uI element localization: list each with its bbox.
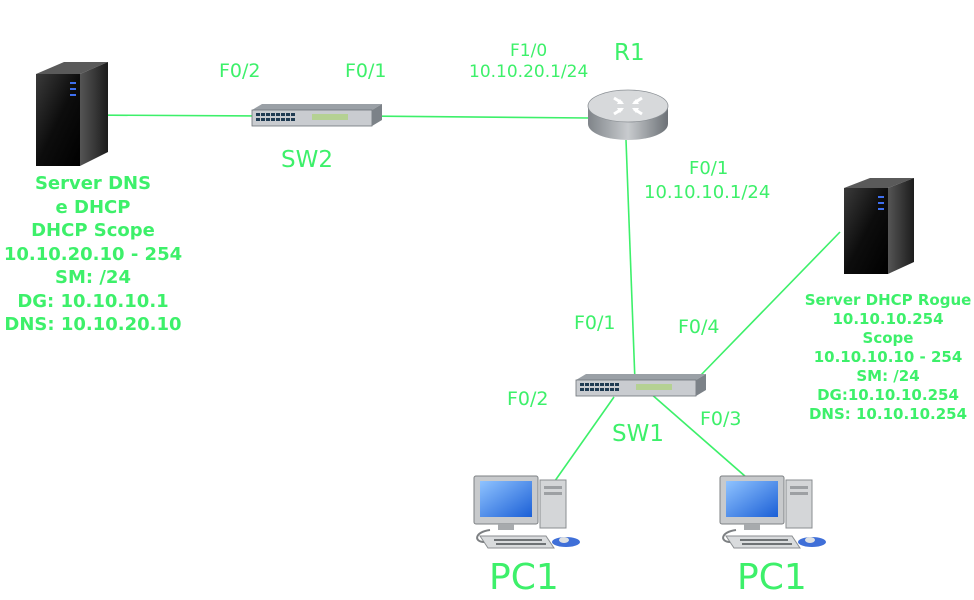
link-r1-sw1 (625, 139, 636, 383)
pc-right-label: PC1 (737, 557, 807, 598)
server-main-info-line: DNS: 10.10.20.10 (4, 314, 182, 335)
server-rogue-info-line: Scope (862, 329, 914, 347)
port-label-r1-f01: F0/1 (689, 158, 729, 179)
port-label-r1-f10: F1/0 (510, 41, 548, 61)
router-r1-label: R1 (614, 40, 645, 66)
port-label-sw2-f01: F0/1 (345, 60, 387, 82)
server-main-info-line: Server DNS (34, 173, 152, 194)
pc-left-icon (473, 475, 580, 549)
link-server-sw2 (79, 114, 263, 117)
link-sw2-r1 (359, 115, 591, 119)
port-ip-r1-f01: 10.10.10.1/24 (644, 182, 771, 203)
switch-sw1-label: SW1 (612, 421, 664, 447)
server-rogue-info-line: SM: /24 (856, 367, 920, 385)
server-rogue-info: Server DHCP Rogue 10.10.10.254 Scope 10.… (798, 291, 974, 424)
switch-sw1-icon (575, 374, 706, 397)
port-label-sw1-f02: F0/2 (507, 388, 549, 410)
link-sw1-rogue-server (699, 231, 841, 377)
port-ip-r1-f10: 10.10.20.1/24 (469, 62, 589, 82)
pc-left-label: PC1 (489, 557, 559, 598)
server-rogue-icon (844, 178, 914, 274)
server-rogue-info-line: 10.10.10.10 - 254 (813, 348, 963, 366)
server-rogue-info-line: DG:10.10.10.254 (817, 386, 959, 404)
server-main-info-line: e DHCP (55, 196, 131, 218)
port-label-sw2-f02: F0/2 (219, 60, 261, 82)
server-main-icon (36, 62, 108, 166)
pc-right-icon (719, 475, 826, 549)
server-rogue-info-line: DNS: 10.10.10.254 (808, 405, 968, 423)
server-rogue-info-line: 10.10.10.254 (832, 310, 944, 328)
switch-sw2-icon (251, 104, 382, 127)
port-label-sw1-f03: F0/3 (700, 408, 742, 430)
server-main-info-line: DHCP Scope (31, 220, 155, 241)
router-r1-icon (587, 89, 669, 140)
link-sw1-pc-left (544, 396, 615, 496)
server-main-info-line: SM: /24 (55, 267, 131, 288)
switch-sw2-label: SW2 (281, 147, 333, 173)
port-label-sw1-f04: F0/4 (678, 316, 720, 338)
server-main-info-line: DG: 10.10.10.1 (17, 290, 169, 312)
port-label-sw1-f01: F0/1 (574, 312, 616, 334)
server-rogue-info-line: Server DHCP Rogue (804, 291, 972, 309)
server-main-info-line: 10.10.20.10 - 254 (3, 243, 183, 265)
server-main-info: Server DNS e DHCP DHCP Scope 10.10.20.10… (0, 172, 186, 337)
